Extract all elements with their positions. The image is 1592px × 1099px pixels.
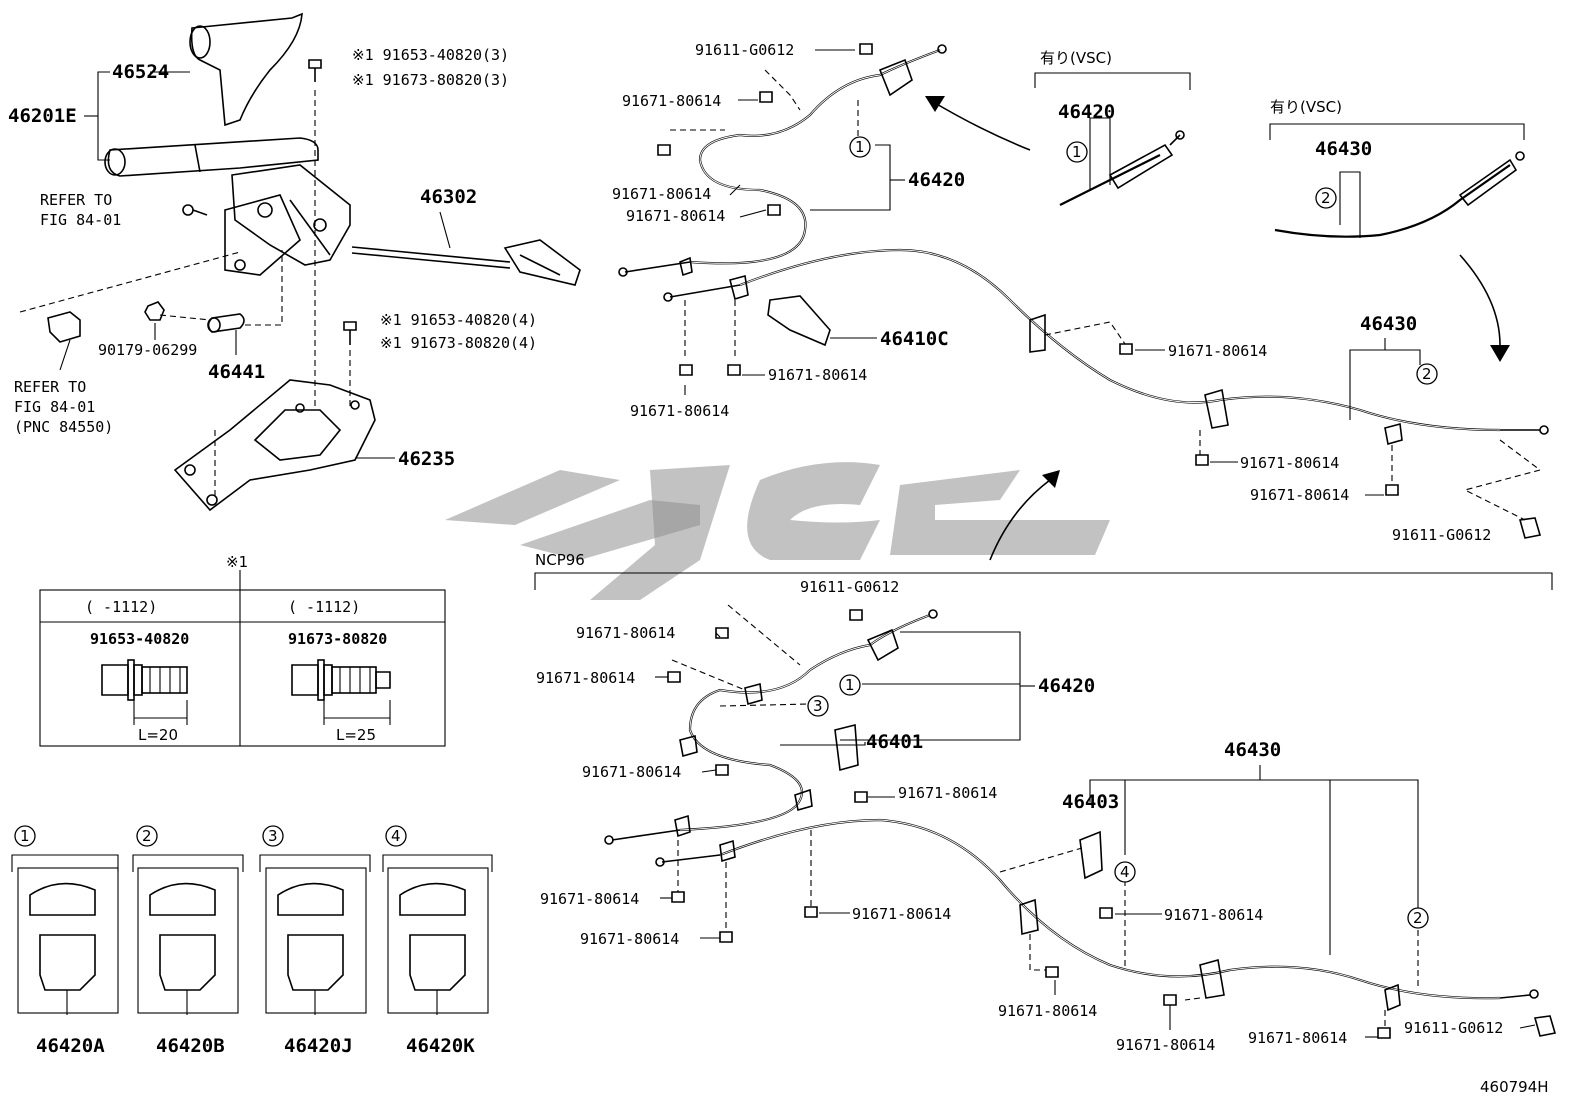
clip-variants: [11, 825, 493, 1015]
label-ncp-91671-80614-k: 91671-80614: [1248, 1029, 1347, 1047]
label-top-91671-80614-d: 91671-80614: [768, 366, 867, 384]
label-top-46420: 46420: [908, 169, 965, 191]
ncp96-callouts: [807, 674, 1429, 929]
vsc-part-46420: 46420: [1058, 101, 1115, 123]
label-ncp-91671-80614-e: 91671-80614: [540, 890, 639, 908]
callout-2-vsc: 2: [1321, 189, 1331, 207]
ncp96-leader-lines: [655, 604, 1536, 1038]
label-top-46430: 46430: [1360, 313, 1417, 335]
diagram-code: 460794H: [1480, 1078, 1549, 1096]
label-ncp-91671-80614-g: 91671-80614: [852, 905, 951, 923]
label-46441: 46441: [208, 361, 265, 383]
table-col1-length: L=20: [138, 726, 178, 744]
label-top-46410C: 46410C: [880, 328, 949, 350]
ncp-callout-2: 2: [1413, 909, 1423, 927]
label-ncp-91671-80614-a: 91671-80614: [576, 624, 675, 642]
label-top-91611-g0612-b: 91611-G0612: [1392, 526, 1491, 544]
label-bolt-91673-3: ※1 91673-80820(3): [352, 71, 509, 89]
bolt-spec-table: [39, 570, 446, 747]
table-col2-part: 91673-80820: [288, 630, 387, 648]
label-ncp-46430: 46430: [1224, 739, 1281, 761]
refer-to-1a: REFER TO: [40, 191, 112, 209]
label-top-91671-80614-g: 91671-80614: [1240, 454, 1339, 472]
label-46302: 46302: [420, 186, 477, 208]
refer-to-2b: FIG 84-01: [14, 398, 95, 416]
parking-brake-lever-assembly: [47, 12, 581, 512]
clip-4-part: 46420K: [406, 1035, 475, 1057]
label-ncp-91671-80614-f: 91671-80614: [580, 930, 679, 948]
clip-3-part: 46420J: [284, 1035, 353, 1057]
vsc-part-46430: 46430: [1315, 138, 1372, 160]
label-bolt-91653-4: ※1 91653-40820(4): [380, 311, 537, 329]
clip-1-drawing: [29, 882, 96, 1015]
callout-2: 2: [1422, 365, 1432, 383]
vsc-inset-46420: [1034, 72, 1191, 206]
clip-1-part: 46420A: [36, 1035, 105, 1057]
label-top-91611-g0612: 91611-G0612: [695, 41, 794, 59]
vsc-label-2: 有り(VSC): [1270, 98, 1342, 116]
label-top-91671-80614-f: 91671-80614: [1168, 342, 1267, 360]
ncp-callout-3: 3: [813, 697, 823, 715]
watermark-logo: [445, 462, 1110, 600]
label-ncp-91671-80614-b: 91671-80614: [536, 669, 635, 687]
label-bolt-91673-4: ※1 91673-80820(4): [380, 334, 537, 352]
callouts-top: 1 1 2 2: [849, 136, 1438, 385]
label-bolt-91653-3: ※1 91653-40820(3): [352, 46, 509, 64]
label-ncp-46420: 46420: [1038, 675, 1095, 697]
clip-4-drawing: [399, 882, 466, 1015]
label-ncp-91671-80614-j: 91671-80614: [1116, 1036, 1215, 1054]
label-top-91671-80614-c: 91671-80614: [626, 207, 725, 225]
label-ncp-91611-g0612-b: 91611-G0612: [1404, 1019, 1503, 1037]
direction-arrows: [925, 96, 1510, 561]
label-ncp-46401: 46401: [866, 731, 923, 753]
ncp-callout-4: 4: [1120, 863, 1130, 881]
ncp96-label: NCP96: [535, 551, 585, 569]
clip-2-part: 46420B: [156, 1035, 225, 1057]
label-ncp-46403: 46403: [1062, 791, 1119, 813]
refer-to-2a: REFER TO: [14, 378, 86, 396]
top-leader-lines: [670, 49, 1542, 521]
label-46201E: 46201E: [8, 105, 77, 127]
label-90179-06299: 90179-06299: [98, 341, 197, 359]
clip-2-number: 2: [142, 827, 152, 845]
refer-to-2c: (PNC 84550): [14, 418, 113, 436]
ncp96-section: [534, 572, 1557, 1039]
table-col1-range: ( -1112): [85, 598, 157, 616]
label-ncp-91671-80614-h: 91671-80614: [1164, 906, 1263, 924]
vsc-inset-46430: [1269, 123, 1525, 238]
clip-1-number: 1: [20, 827, 30, 845]
refer-to-1b: FIG 84-01: [40, 211, 121, 229]
label-ncp-91671-80614-c: 91671-80614: [582, 763, 681, 781]
table-col2-range: ( -1112): [288, 598, 360, 616]
label-46524: 46524: [112, 61, 169, 83]
label-top-91671-80614-b: 91671-80614: [612, 185, 711, 203]
callout-1-vsc: 1: [1072, 143, 1082, 161]
table-col2-length: L=25: [336, 726, 376, 744]
label-top-91671-80614-h: 91671-80614: [1250, 486, 1349, 504]
vsc-label-1: 有り(VSC): [1040, 49, 1112, 67]
clip-3-drawing: [277, 882, 344, 1015]
callout-1: 1: [855, 138, 865, 156]
label-top-91671-80614-e: 91671-80614: [630, 402, 729, 420]
leader-lines-left: [19, 71, 451, 500]
label-top-91671-80614-a: 91671-80614: [622, 92, 721, 110]
top-cable-assembly: [618, 43, 1549, 539]
clip-3-number: 3: [268, 827, 278, 845]
label-ncp-91671-80614-i: 91671-80614: [998, 1002, 1097, 1020]
ncp-callout-1: 1: [845, 676, 855, 694]
clip-2-drawing: [149, 882, 216, 1015]
label-ncp-91611-g0612: 91611-G0612: [800, 578, 899, 596]
table-col1-part: 91653-40820: [90, 630, 189, 648]
table-title: ※1: [226, 553, 248, 571]
label-ncp-91671-80614-d: 91671-80614: [898, 784, 997, 802]
label-46235: 46235: [398, 448, 455, 470]
clip-4-number: 4: [391, 827, 401, 845]
